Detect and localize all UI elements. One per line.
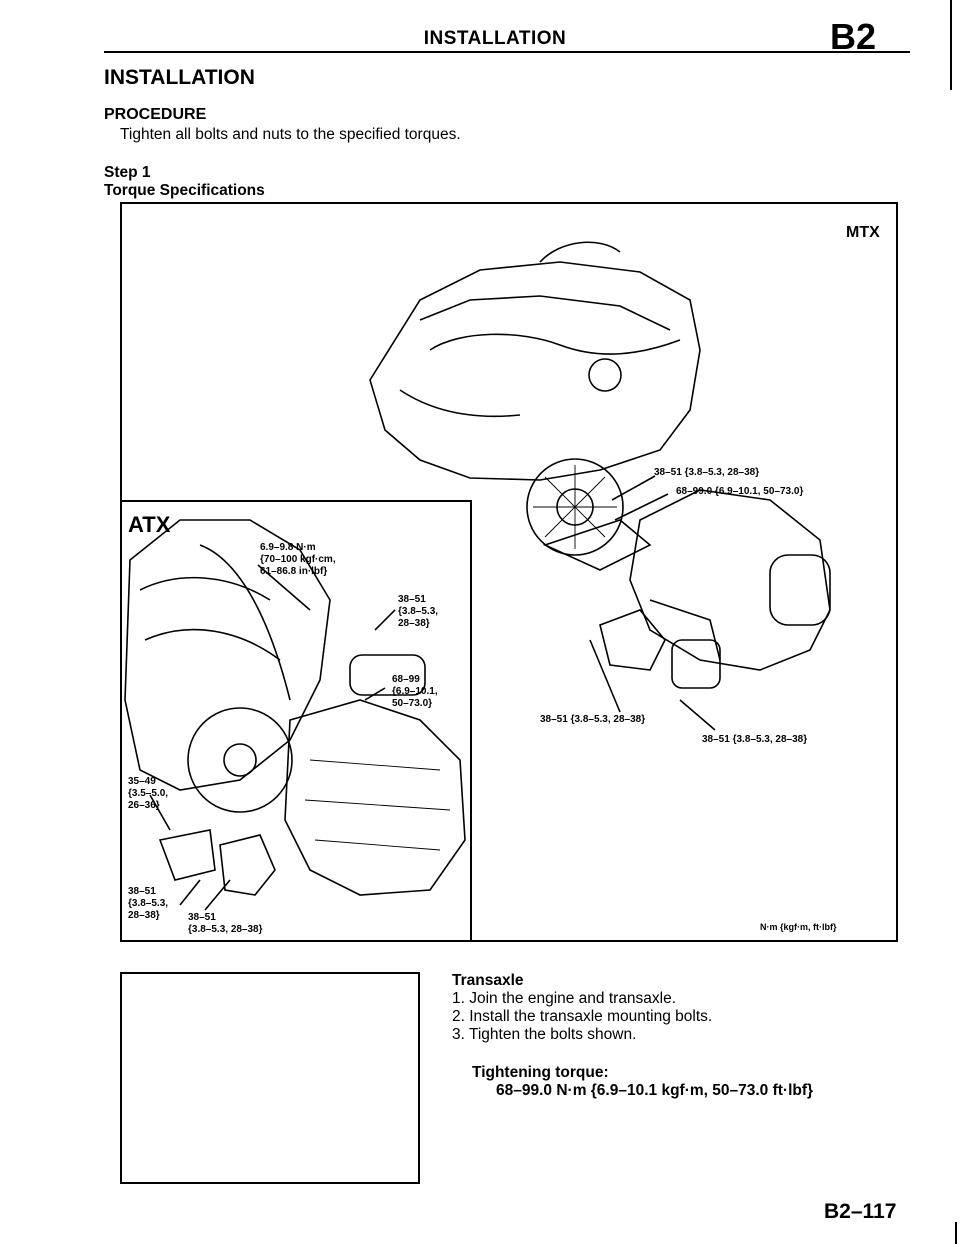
atx-bracket	[158, 829, 216, 881]
leader-line	[257, 564, 311, 611]
section-heading: INSTALLATION	[104, 66, 255, 89]
mtx-mount	[599, 609, 666, 671]
leader-line	[149, 794, 171, 831]
mtx-bracket	[542, 519, 652, 571]
mtx-torque-callout: 68–99.0 {6.9–10.1, 50–73.0}	[676, 486, 804, 497]
mtx-label: MTX	[846, 224, 880, 241]
transaxle-title: Transaxle	[452, 972, 524, 989]
leader-line	[204, 879, 231, 911]
page-header-title: INSTALLATION	[423, 28, 567, 49]
leader-line	[589, 639, 621, 713]
margin-rule	[950, 0, 952, 90]
oil-cap	[588, 358, 622, 392]
atx-torque-callout: 38–51 {3.8–5.3, 28–38}	[398, 594, 439, 629]
atx-torque-callout: 68–99 {6.9–10.1, 50–73.0}	[392, 674, 438, 709]
step-title: Torque Specifications	[104, 182, 265, 199]
step-label: Step 1	[104, 164, 151, 181]
leader-line	[614, 493, 669, 521]
leader-line	[679, 699, 716, 731]
atx-transaxle	[284, 699, 466, 896]
mtx-starter	[769, 554, 831, 626]
transaxle-figure	[120, 972, 420, 1184]
intake-manifold	[419, 295, 671, 331]
mtx-transaxle	[629, 489, 831, 671]
mtx-engine-outline	[369, 261, 701, 481]
atx-flexplate-hub	[223, 743, 257, 777]
subheading: PROCEDURE	[104, 106, 207, 123]
atx-flexplate	[187, 707, 293, 813]
atx-mount	[219, 834, 276, 896]
torque-figure	[120, 202, 898, 942]
atx-transaxle-ribs	[304, 759, 451, 851]
intake-runners	[429, 333, 681, 355]
torque-label: Tightening torque:	[472, 1064, 609, 1081]
list-item: 2. Install the transaxle mounting bolts.	[452, 1008, 713, 1025]
atx-engine-outline	[124, 519, 331, 791]
atx-label: ATX	[128, 512, 171, 537]
list-item: 3. Tighten the bolts shown.	[452, 1026, 637, 1043]
section-code: B2	[830, 16, 877, 57]
flywheel-spokes	[533, 465, 617, 549]
torque-value: 68–99.0 N·m {6.9–10.1 kgf·m, 50–73.0 ft·…	[496, 1082, 814, 1099]
atx-torque-callout: 38–51 {3.8–5.3, 28–38}	[188, 912, 263, 935]
mtx-torque-callout: 38–51 {3.8–5.3, 28–38}	[702, 734, 808, 745]
leader-line	[179, 879, 201, 906]
leader-line	[374, 609, 396, 631]
intro-text: Tighten all bolts and nuts to the specif…	[120, 126, 461, 143]
page-number: B2–117	[824, 1200, 897, 1223]
mtx-flywheel	[526, 458, 624, 556]
leader-line	[611, 475, 656, 501]
transaxle-steps: 1. Join the engine and transaxle. 2. Ins…	[452, 990, 712, 1044]
atx-panel	[120, 500, 472, 942]
atx-torque-callout: 38–51 {3.8–5.3, 28–38}	[128, 886, 169, 921]
atx-torque-callout: 6.9–9.8 N·m {70–100 kgf·cm, 61–86.8 in·l…	[260, 542, 336, 577]
margin-tick	[955, 1222, 957, 1244]
transaxle-rib	[649, 599, 721, 661]
leader-line	[364, 687, 386, 701]
atx-cable	[199, 544, 291, 701]
throttle-body	[539, 241, 621, 263]
list-item: 1. Join the engine and transaxle.	[452, 990, 677, 1007]
atx-starter	[349, 654, 426, 696]
mtx-starter-motor	[671, 639, 721, 689]
atx-torque-callout: 35–49 {3.5–5.0, 26–36}	[128, 776, 169, 811]
header-rule	[104, 51, 910, 53]
units-note: N·m {kgf·m, ft·lbf}	[760, 922, 837, 932]
mtx-torque-callout: 38–51 {3.8–5.3, 28–38}	[540, 714, 646, 725]
engine-hose	[399, 389, 521, 418]
atx-engine-runners	[139, 576, 281, 661]
mtx-torque-callout: 38–51 {3.8–5.3, 28–38}	[654, 467, 760, 478]
